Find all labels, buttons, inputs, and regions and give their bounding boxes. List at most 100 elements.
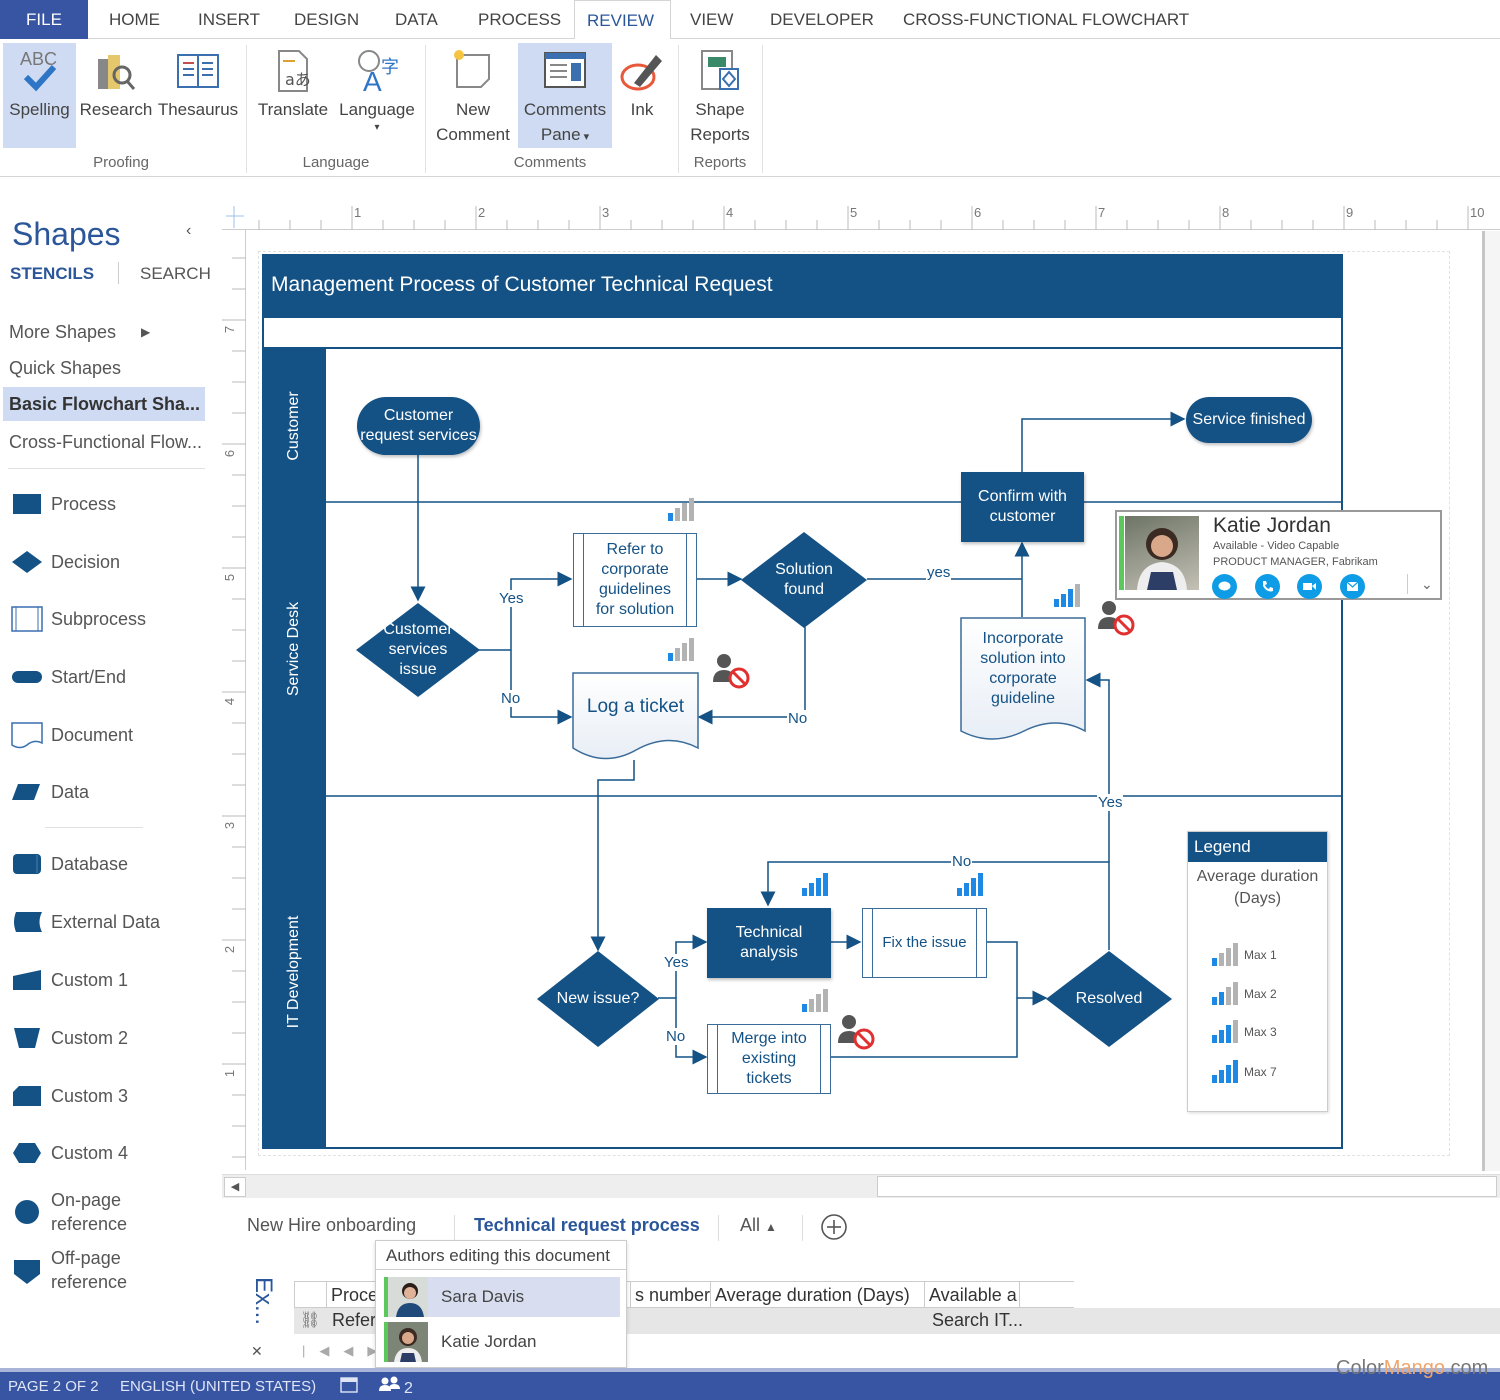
- tab-process[interactable]: PROCESS: [478, 10, 562, 29]
- im-icon[interactable]: [1212, 574, 1237, 599]
- language-button[interactable]: A 字 Language ▾: [335, 43, 419, 148]
- node-new-issue[interactable]: New issue?: [556, 990, 640, 1007]
- node-confirm-with-customer[interactable]: Confirm with customer: [961, 472, 1084, 542]
- research-button[interactable]: Research: [78, 43, 154, 148]
- divider: [45, 827, 143, 828]
- page-tab-all[interactable]: All ▲: [740, 1215, 777, 1235]
- stencil-quick-shapes[interactable]: Quick Shapes: [9, 358, 122, 378]
- call-icon[interactable]: [1255, 574, 1280, 599]
- node-customer-request-services[interactable]: Customer request services: [357, 397, 480, 455]
- duration-level-3-icon: [1212, 1020, 1238, 1043]
- duration-indicator-max1-icon: [668, 498, 694, 521]
- page-tab-new-hire-onboarding[interactable]: New Hire onboarding: [247, 1215, 417, 1235]
- thesaurus-label: Thesaurus: [157, 100, 239, 119]
- node-solution-found[interactable]: Solution found: [775, 561, 833, 598]
- tab-search[interactable]: SEARCH: [140, 264, 211, 283]
- tab-developer[interactable]: DEVELOPER: [770, 10, 874, 29]
- node-technical-analysis[interactable]: Technical analysis: [707, 908, 831, 978]
- node-fix-the-issue[interactable]: Fix the issue: [862, 908, 987, 978]
- tab-data[interactable]: DATA: [395, 10, 438, 29]
- node-customer-services-issue-shape: [356, 603, 480, 697]
- column-header-available[interactable]: Available a: [924, 1282, 1020, 1309]
- stencil-cross-functional-flowchart[interactable]: Cross-Functional Flow...: [9, 432, 203, 452]
- on-page-reference-shape-icon: [15, 1200, 39, 1224]
- tab-design[interactable]: DESIGN: [294, 10, 360, 29]
- shape-label: Decision: [51, 552, 121, 572]
- node-service-finished[interactable]: Service finished: [1186, 397, 1312, 443]
- ruler-number: 3: [602, 205, 610, 220]
- translate-label: Translate: [257, 100, 329, 119]
- node-merge-into-existing-tickets[interactable]: Merge into existing tickets: [707, 1024, 831, 1094]
- tab-cross-functional-flowchart[interactable]: CROSS-FUNCTIONAL FLOWCHART: [903, 10, 1190, 29]
- record-navigation[interactable]: |◀◀▶: [302, 1343, 392, 1358]
- vertical-scrollbar[interactable]: [1482, 231, 1500, 1171]
- ink-button[interactable]: Ink: [614, 43, 670, 148]
- language-globe-icon: A 字: [358, 50, 399, 95]
- author-item-sara-davis[interactable]: Sara Davis: [384, 1277, 620, 1317]
- page-indicator[interactable]: PAGE 2 OF 2: [8, 1378, 99, 1395]
- stencil-more-shapes[interactable]: More Shapes ▶: [3, 315, 205, 349]
- separator: [1407, 574, 1408, 594]
- tab-file[interactable]: FILE: [0, 0, 88, 39]
- language-indicator[interactable]: ENGLISH (UNITED STATES): [120, 1378, 317, 1395]
- tab-stencils[interactable]: STENCILS: [10, 264, 95, 283]
- presence-available-indicator: [1119, 516, 1124, 590]
- node-new-issue-shape: [537, 951, 659, 1047]
- node-log-a-ticket[interactable]: Log a ticket: [586, 696, 685, 717]
- cell-search[interactable]: Search IT...: [932, 1310, 1024, 1330]
- ruler-number: 6: [974, 205, 982, 220]
- cell-process[interactable]: Refer: [332, 1310, 377, 1330]
- ruler-number: 8: [1222, 205, 1230, 220]
- comments-pane-icon: [544, 52, 586, 88]
- shapes-pane-title: Shapes: [12, 216, 121, 252]
- column-header-number[interactable]: s number: [630, 1282, 710, 1309]
- shape-label: Custom 3: [51, 1086, 129, 1106]
- shape-reports-button[interactable]: Shape Reports: [684, 43, 756, 148]
- authors-icon[interactable]: [378, 1375, 402, 1397]
- node-customer-services-issue[interactable]: Customer services issue: [383, 621, 453, 678]
- comments-pane-button[interactable]: Comments Pane ▾: [518, 43, 612, 148]
- thesaurus-button[interactable]: Thesaurus: [157, 43, 239, 148]
- translate-button[interactable]: aあ Translate: [253, 43, 333, 148]
- legend-item-max7: Max 7: [1212, 1059, 1277, 1085]
- presentation-mode-icon[interactable]: [340, 1376, 358, 1398]
- lane-service-desk[interactable]: Service Desk: [262, 502, 326, 796]
- column-header-process[interactable]: Proce: [326, 1282, 626, 1309]
- page-tab-technical-request-process[interactable]: Technical request process: [474, 1215, 700, 1235]
- expand-chevron-down-icon[interactable]: ⌄: [1421, 576, 1433, 592]
- edge-label-yes: Yes: [663, 954, 690, 971]
- node-incorporate-solution[interactable]: Incorporate solution into corporate guid…: [980, 630, 1066, 707]
- author-name: Sara Davis: [428, 1277, 620, 1317]
- contact-card[interactable]: Katie Jordan Available - Video Capable P…: [1115, 510, 1442, 600]
- spelling-button[interactable]: ABC Spelling: [3, 43, 76, 148]
- stencil-basic-flowchart-shapes[interactable]: Basic Flowchart Sha...: [3, 387, 205, 421]
- tab-view[interactable]: VIEW: [690, 10, 734, 29]
- lane-it-development[interactable]: IT Development: [262, 796, 326, 1148]
- ruler-number: 2: [478, 205, 486, 220]
- scrollbar-thumb[interactable]: [877, 1176, 1497, 1197]
- data-shape-icon: [12, 784, 40, 800]
- shapes-pane: Shapes ‹ STENCILS SEARCH More Shapes ▶ Q…: [0, 178, 218, 1368]
- legend[interactable]: Legend Average duration (Days) Max 1 Max…: [1187, 831, 1328, 1112]
- add-page-button[interactable]: [820, 1213, 848, 1246]
- research-label: Research: [79, 100, 153, 119]
- diagram-title[interactable]: Management Process of Customer Technical…: [262, 254, 1343, 318]
- video-icon[interactable]: [1297, 574, 1322, 599]
- lane-customer[interactable]: Customer: [262, 349, 326, 502]
- tab-home[interactable]: HOME: [109, 10, 160, 29]
- watermark: ColorMango.com: [1336, 1357, 1489, 1379]
- column-header-average-duration[interactable]: Average duration (Days): [710, 1282, 924, 1309]
- scroll-left-arrow-icon[interactable]: ◀: [224, 1177, 246, 1197]
- node-resolved[interactable]: Resolved: [1075, 990, 1143, 1007]
- close-icon[interactable]: ✕: [251, 1343, 263, 1359]
- collapse-pane-chevron-icon[interactable]: ‹: [186, 222, 192, 239]
- node-refer-corporate-guidelines[interactable]: Refer to corporate guidelines for soluti…: [573, 533, 697, 627]
- group-label-language: Language: [302, 154, 370, 171]
- author-item-katie-jordan[interactable]: Katie Jordan: [384, 1322, 620, 1362]
- group-label-proofing: Proofing: [93, 154, 149, 171]
- email-icon[interactable]: [1340, 574, 1365, 599]
- horizontal-scrollbar[interactable]: ◀: [222, 1174, 1500, 1198]
- new-comment-button[interactable]: New Comment: [430, 43, 516, 148]
- author-name: Katie Jordan: [441, 1332, 537, 1351]
- tab-insert[interactable]: INSERT: [198, 10, 261, 29]
